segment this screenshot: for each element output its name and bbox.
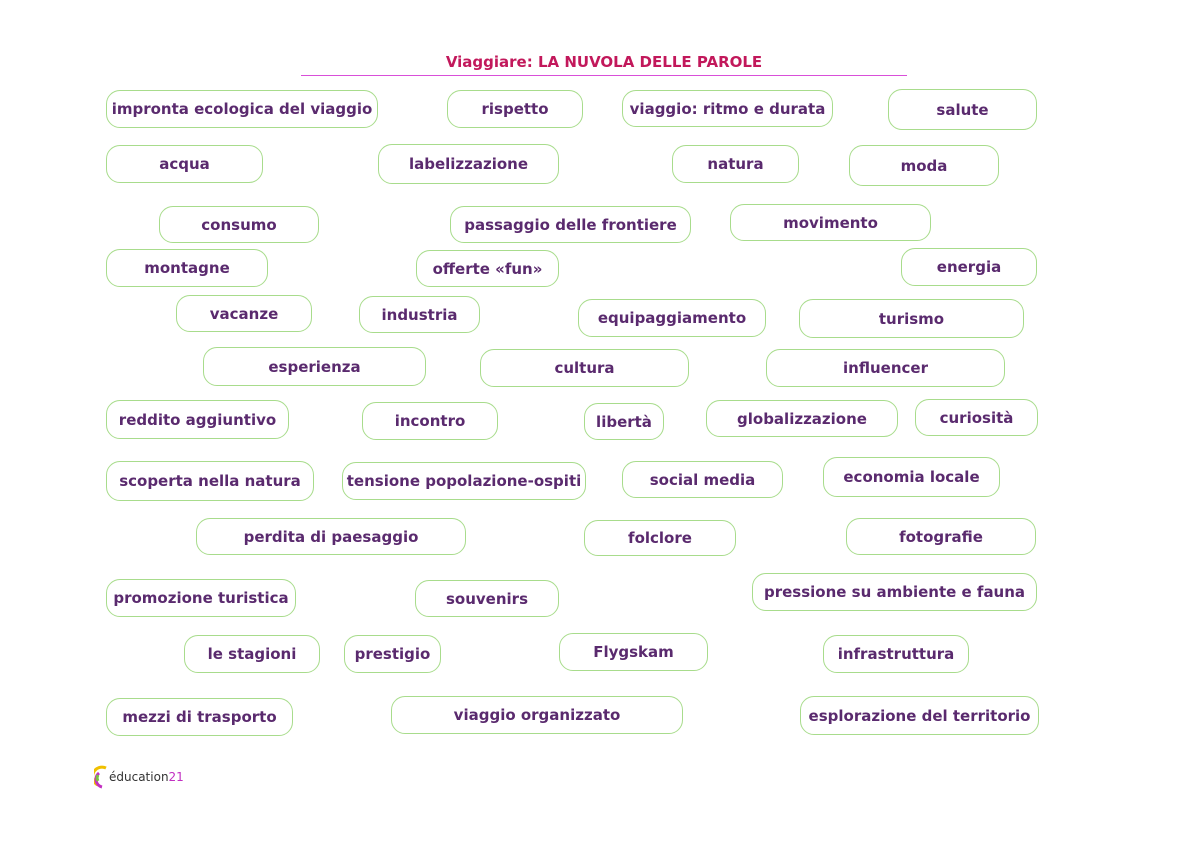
logo-number: 21 (168, 770, 184, 784)
word-pill: passaggio delle frontiere (450, 206, 691, 243)
word-pill: offerte «fun» (416, 250, 559, 287)
word-pill: esplorazione del territorio (800, 696, 1039, 735)
word-pill: reddito aggiuntivo (106, 400, 289, 439)
word-pill: viaggio: ritmo e durata (622, 90, 833, 127)
word-pill: montagne (106, 249, 268, 287)
word-pill: esperienza (203, 347, 426, 386)
word-pill: social media (622, 461, 783, 498)
word-pill: globalizzazione (706, 400, 898, 437)
word-pill: natura (672, 145, 799, 183)
word-pill: libertà (584, 403, 664, 440)
word-pill: acqua (106, 145, 263, 183)
word-pill: cultura (480, 349, 689, 387)
word-pill: influencer (766, 349, 1005, 387)
word-pill: fotografie (846, 518, 1036, 555)
word-pill: souvenirs (415, 580, 559, 617)
word-pill: scoperta nella natura (106, 461, 314, 501)
title-underline (301, 75, 907, 76)
word-pill: moda (849, 145, 999, 186)
page-title: Viaggiare: LA NUVOLA DELLE PAROLE (445, 53, 763, 71)
word-pill: incontro (362, 402, 498, 440)
word-pill: equipaggiamento (578, 299, 766, 337)
word-pill: Flygskam (559, 633, 708, 671)
word-pill: labelizzazione (378, 144, 559, 184)
word-pill: salute (888, 89, 1037, 130)
logo-text: éducation (109, 770, 169, 784)
word-pill: economia locale (823, 457, 1000, 497)
word-pill: pressione su ambiente e fauna (752, 573, 1037, 611)
word-pill: tensione popolazione-ospiti (342, 462, 586, 500)
word-pill: consumo (159, 206, 319, 243)
word-pill: le stagioni (184, 635, 320, 673)
word-pill: movimento (730, 204, 931, 241)
word-pill: energia (901, 248, 1037, 286)
word-pill: perdita di paesaggio (196, 518, 466, 555)
word-pill: curiosità (915, 399, 1038, 436)
logo-icon (94, 765, 107, 789)
word-pill: turismo (799, 299, 1024, 338)
word-pill: industria (359, 296, 480, 333)
word-pill: vacanze (176, 295, 312, 332)
word-pill: rispetto (447, 90, 583, 128)
word-pill: mezzi di trasporto (106, 698, 293, 736)
word-pill: promozione turistica (106, 579, 296, 617)
word-pill: viaggio organizzato (391, 696, 683, 734)
word-pill: folclore (584, 520, 736, 556)
word-pill: infrastruttura (823, 635, 969, 673)
word-pill: impronta ecologica del viaggio (106, 90, 378, 128)
word-pill: prestigio (344, 635, 441, 673)
